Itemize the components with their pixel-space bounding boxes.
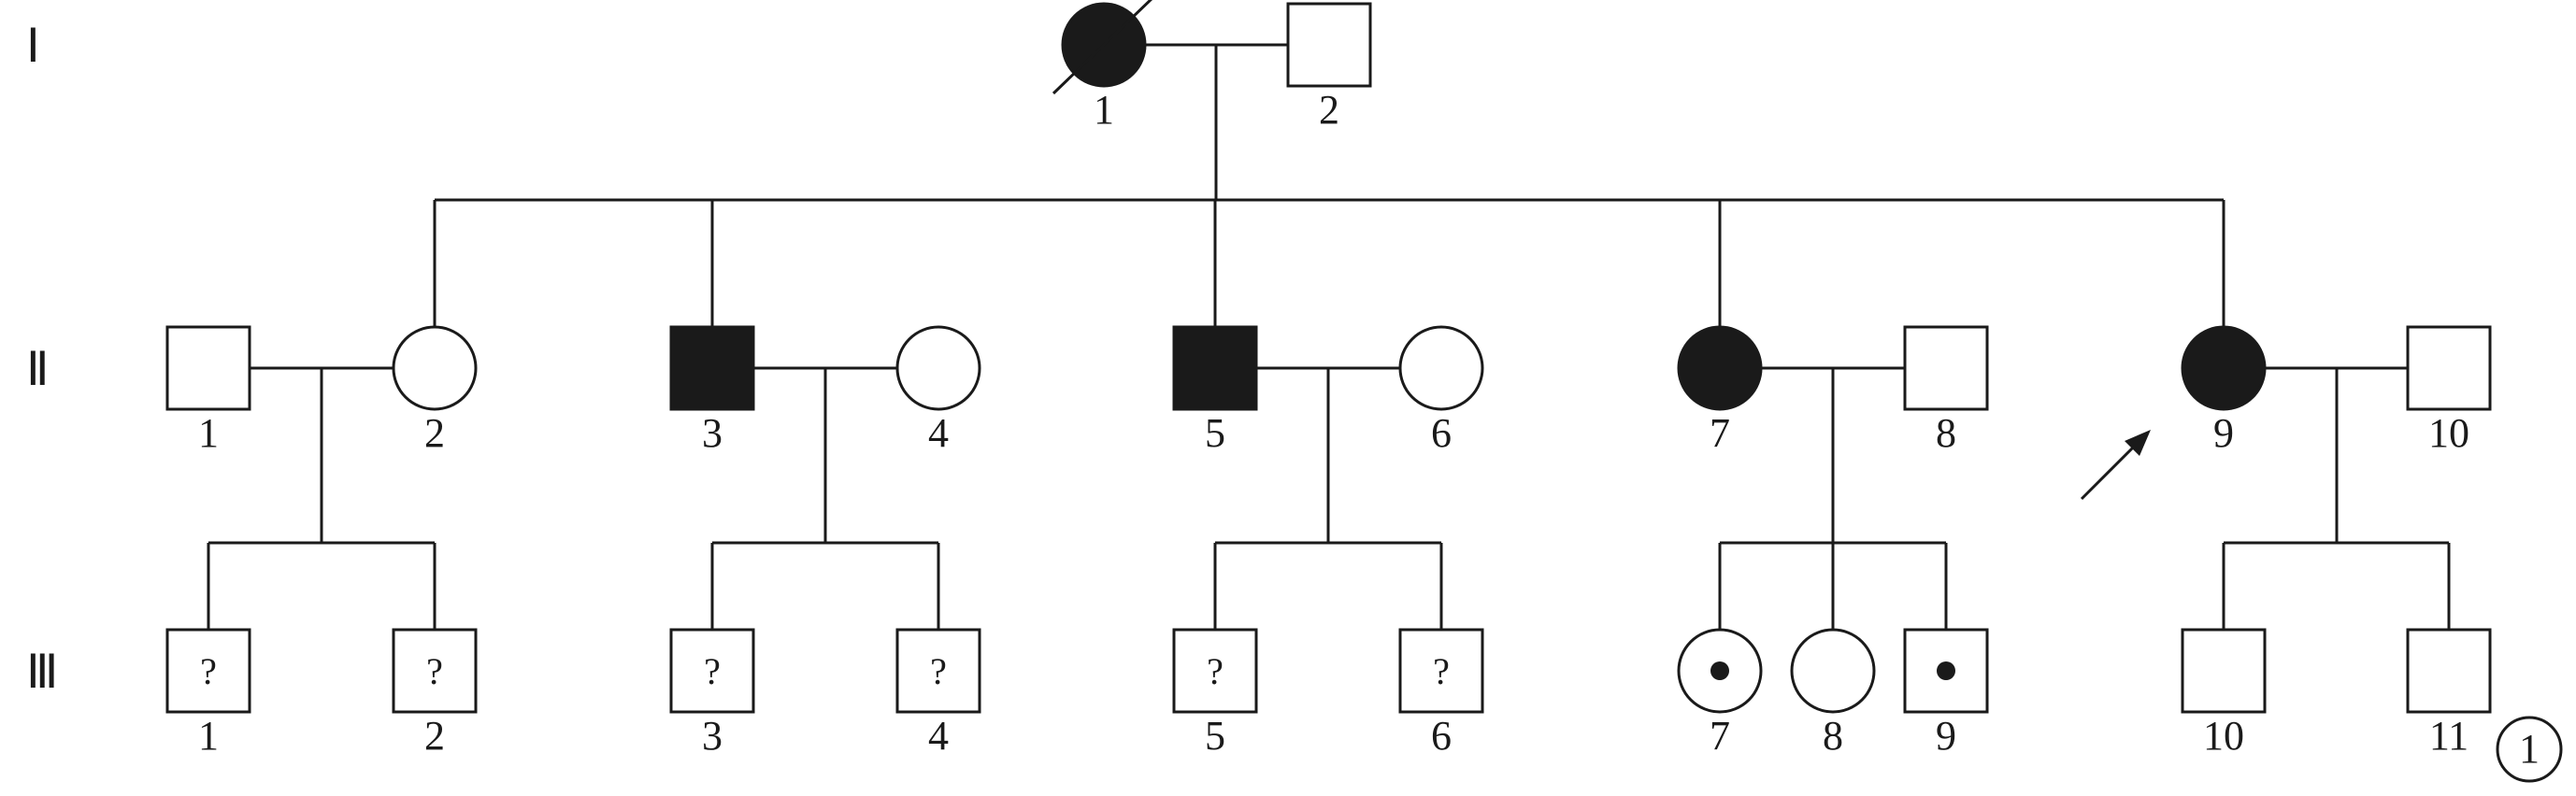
individual-iii-6: ?6: [1398, 628, 1484, 759]
individual-number: 7: [1710, 713, 1730, 759]
couple-c-II-1-2: [207, 366, 436, 630]
individual-ii-10: 10: [2406, 325, 2492, 456]
unknown-status-mark: ?: [426, 650, 443, 692]
individual-number: 9: [2213, 410, 2234, 456]
individual-number: 1: [198, 713, 219, 759]
unknown-status-mark: ?: [930, 650, 947, 692]
individual-ii-1: 1: [165, 325, 251, 456]
individual-ii-3: 3: [669, 325, 755, 456]
individual-ii-9: 9: [2080, 325, 2267, 501]
individual-number: 8: [1936, 410, 1956, 456]
proband-arrow: [2080, 430, 2151, 501]
individual-number: 1: [198, 410, 219, 456]
male-symbol: [1172, 628, 1258, 714]
generation-label: Ⅲ: [26, 646, 58, 698]
individual-number: 9: [1936, 713, 1956, 759]
male-symbol: [669, 628, 755, 714]
individual-ii-4: 4: [895, 325, 981, 456]
individual-number: 4: [928, 713, 949, 759]
deceased-slash: [1052, 0, 1153, 95]
affected-male-symbol: [1172, 325, 1258, 411]
individual-iii-7: 7: [1677, 628, 1763, 759]
individual-iii-4: ?4: [895, 628, 981, 759]
individual-number: 10: [2203, 713, 2244, 759]
carrier-dot: [1710, 661, 1729, 680]
individual-iii-8: 8: [1790, 628, 1876, 759]
individual-number: 4: [928, 410, 949, 456]
male-symbol: [1398, 628, 1484, 714]
male-symbol: [1903, 325, 1989, 411]
individual-iii-5: ?5: [1172, 628, 1258, 759]
individual-number: 2: [1319, 87, 1339, 133]
individual-iii-9: 9: [1903, 628, 1989, 759]
annotation-circle: [2496, 716, 2563, 783]
individual-i-1: 1: [1052, 0, 1153, 133]
carrier-dot: [1937, 661, 1955, 680]
affected-female-symbol: [1677, 325, 1763, 411]
unknown-status-mark: ?: [1433, 650, 1450, 692]
couple-c-II-5-6: [1213, 366, 1443, 630]
individual-ii-7: 7: [1677, 325, 1763, 456]
individual-ii-6: 6: [1398, 325, 1484, 456]
male-symbol: [2181, 628, 2267, 714]
individual-number: 10: [2428, 410, 2469, 456]
unknown-status-mark: ?: [1207, 650, 1224, 692]
generation-label: Ⅱ: [26, 343, 50, 395]
female-symbol: [392, 325, 478, 411]
female-symbol: [1398, 325, 1484, 411]
unknown-status-mark: ?: [704, 650, 721, 692]
proband-arrow-shaft: [2080, 441, 2140, 501]
individual-number: 5: [1205, 410, 1225, 456]
individual-number: 11: [2429, 713, 2469, 759]
individual-number: 7: [1710, 410, 1730, 456]
male-symbol: [165, 325, 251, 411]
circled-annotation: 1: [2496, 716, 2563, 783]
individual-ii-8: 8: [1903, 325, 1989, 456]
individual-number: 6: [1431, 410, 1452, 456]
male-symbol: [392, 628, 478, 714]
couple-c-II-3-4: [710, 366, 940, 630]
individual-number: 1: [1094, 87, 1114, 133]
individual-i-2: 2: [1286, 2, 1372, 133]
affected-male-symbol: [669, 325, 755, 411]
individual-iii-1: ?1: [165, 628, 251, 759]
individual-number: 6: [1431, 713, 1452, 759]
female-symbol: [1790, 628, 1876, 714]
individual-iii-2: ?2: [392, 628, 478, 759]
male-symbol: [895, 628, 981, 714]
couple-c-II-9-10: [2222, 366, 2451, 630]
individual-number: 5: [1205, 713, 1225, 759]
female-symbol: [895, 325, 981, 411]
individual-ii-5: 5: [1172, 325, 1258, 456]
individual-number: 3: [702, 713, 723, 759]
couple-c-II-7-8: [1718, 366, 1948, 630]
annotation-number: 1: [2519, 726, 2540, 772]
individual-iii-11: 11: [2406, 628, 2492, 759]
male-symbol: [2406, 325, 2492, 411]
individual-number: 8: [1823, 713, 1843, 759]
individual-number: 2: [424, 713, 445, 759]
proband-arrow-head: [2125, 430, 2151, 456]
unknown-status-mark: ?: [200, 650, 217, 692]
individual-ii-2: 2: [392, 325, 478, 456]
male-symbol: [165, 628, 251, 714]
individual-number: 3: [702, 410, 723, 456]
generation-label: Ⅰ: [26, 20, 40, 72]
male-symbol: [2406, 628, 2492, 714]
affected-female-symbol: [2181, 325, 2267, 411]
individual-iii-10: 10: [2181, 628, 2267, 759]
individual-number: 2: [424, 410, 445, 456]
male-symbol: [1286, 2, 1372, 88]
individual-iii-3: ?3: [669, 628, 755, 759]
couple-c-I: [433, 43, 2225, 327]
